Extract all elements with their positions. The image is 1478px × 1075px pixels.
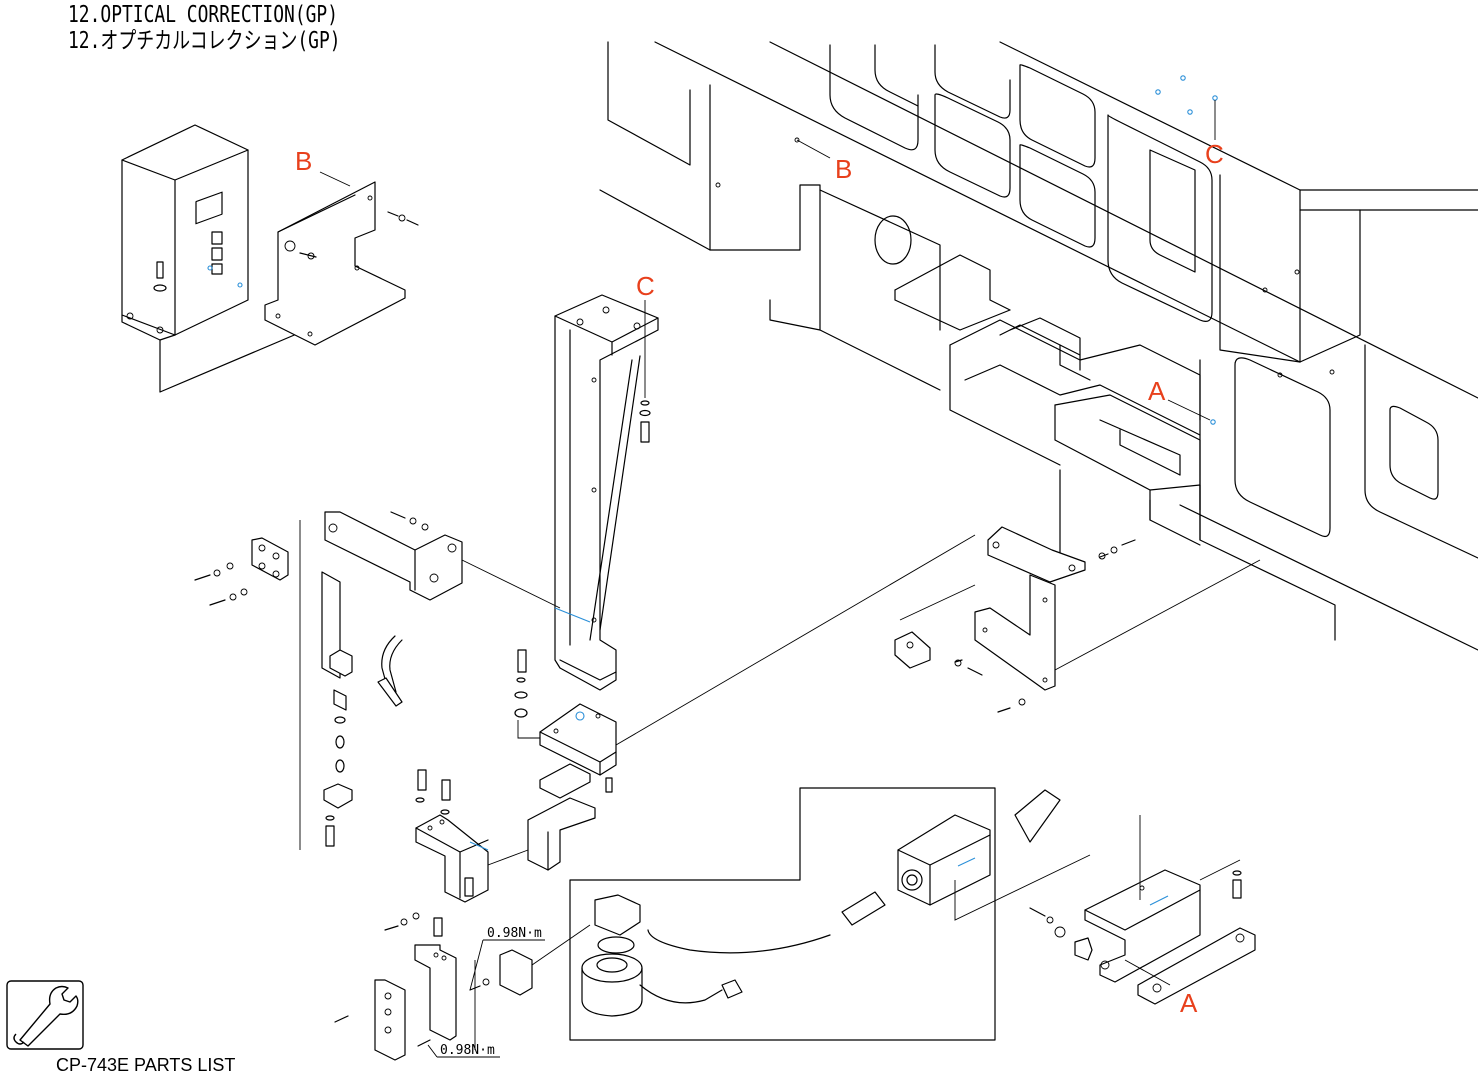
callout-a-body: A: [1148, 376, 1166, 406]
torque-spec-lower: 0.98N·m: [440, 1043, 495, 1058]
wrench-icon: [6, 980, 84, 1050]
right-bracket-assembly: [895, 527, 1260, 1004]
parts-list-label: CP-743E PARTS LIST: [56, 1055, 235, 1075]
support-column-c: [555, 295, 658, 690]
callout-a-bracket: A: [1180, 988, 1198, 1018]
mounting-plate-b: [265, 172, 418, 345]
callout-b-plate: B: [295, 146, 312, 176]
callout-c-column: C: [636, 271, 655, 301]
left-bracket-assembly: [195, 512, 560, 850]
callout-c-body: C: [1205, 139, 1224, 169]
torque-spec-upper: 0.98N·m: [487, 926, 542, 941]
callout-b-body: B: [835, 154, 852, 184]
camera-assembly: [570, 788, 1090, 1040]
